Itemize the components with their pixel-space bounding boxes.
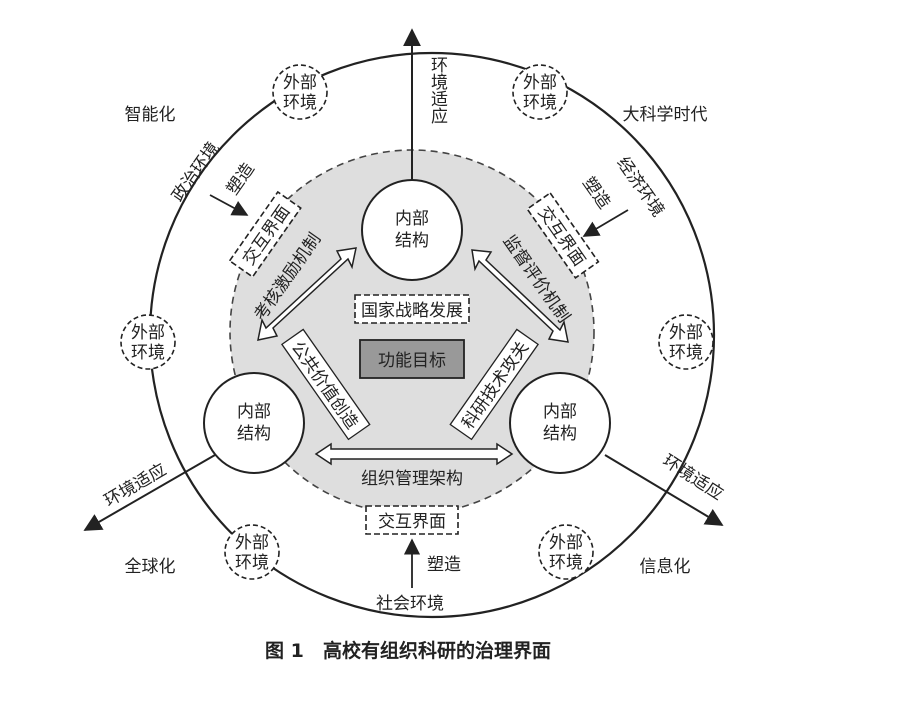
- era-globalization: 全球化: [125, 557, 176, 577]
- svg-text:环境: 环境: [283, 93, 317, 113]
- svg-text:结构: 结构: [237, 424, 271, 444]
- figure-number: 图 1: [265, 640, 304, 662]
- svg-text:环境: 环境: [131, 343, 165, 363]
- shaping-label-right: 塑造: [578, 173, 614, 212]
- svg-text:结构: 结构: [395, 231, 429, 251]
- svg-text:结构: 结构: [543, 424, 577, 444]
- svg-text:内部: 内部: [395, 209, 429, 229]
- svg-text:内部: 内部: [237, 402, 271, 422]
- shaping-arrow-right: [582, 209, 629, 237]
- shaping-label-left: 塑造: [223, 159, 259, 198]
- svg-text:交互界面: 交互界面: [378, 512, 446, 532]
- social-environment-label: 社会环境: [376, 594, 444, 614]
- adaptation-label-right: 环境适应: [659, 451, 727, 505]
- organization-label: 组织管理架构: [361, 469, 463, 489]
- supervision-double-arrow: [471, 249, 569, 343]
- figure-caption: 高校有组织科研的治理界面: [323, 639, 551, 662]
- adaptation-label-left: 环境适应: [101, 460, 170, 511]
- interaction-interface-bottom: 交互界面: [365, 505, 459, 535]
- external-env-mid-left: 外部 环境: [120, 314, 176, 370]
- svg-text:环境: 环境: [523, 93, 557, 113]
- adaptation-arrow-left: [83, 454, 216, 531]
- external-env-mid-right: 外部 环境: [658, 314, 714, 370]
- shaping-arrow-left: [209, 194, 249, 216]
- political-environment-label: 政治环境: [168, 139, 223, 206]
- internal-structure-left: 内部 结构: [203, 372, 305, 474]
- svg-text:外部: 外部: [523, 73, 557, 93]
- svg-text:功能目标: 功能目标: [378, 351, 446, 371]
- svg-text:外部: 外部: [131, 323, 165, 343]
- svg-text:国家战略发展: 国家战略发展: [361, 301, 463, 321]
- external-env-bottom-right: 外部 环境: [538, 524, 594, 580]
- shaping-label-bottom: 塑造: [427, 555, 461, 575]
- internal-structure-right: 内部 结构: [509, 372, 611, 474]
- svg-text:外部: 外部: [669, 323, 703, 343]
- era-informatization: 信息化: [640, 557, 691, 577]
- adaptation-label-top: 环境适应: [427, 56, 448, 124]
- external-env-top-right: 外部 环境: [512, 64, 568, 120]
- svg-text:外部: 外部: [549, 533, 583, 553]
- era-big-science: 大科学时代: [623, 105, 708, 125]
- svg-text:环境: 环境: [669, 343, 703, 363]
- national-strategy-box: 国家战略发展: [354, 294, 470, 324]
- svg-text:外部: 外部: [283, 73, 317, 93]
- svg-text:环境: 环境: [235, 553, 269, 573]
- function-goal-box: 功能目标: [359, 339, 465, 379]
- external-env-top-left: 外部 环境: [272, 64, 328, 120]
- economic-environment-label: 经济环境: [612, 154, 667, 221]
- era-intelligent: 智能化: [125, 105, 176, 125]
- incentive-double-arrow: [257, 247, 357, 341]
- svg-text:内部: 内部: [543, 402, 577, 422]
- organization-double-arrow: [314, 442, 514, 466]
- adaptation-arrow-right: [604, 454, 724, 526]
- svg-text:外部: 外部: [235, 533, 269, 553]
- svg-text:环境: 环境: [549, 553, 583, 573]
- external-env-bottom-left: 外部 环境: [224, 524, 280, 580]
- internal-structure-top: 内部 结构: [361, 179, 463, 281]
